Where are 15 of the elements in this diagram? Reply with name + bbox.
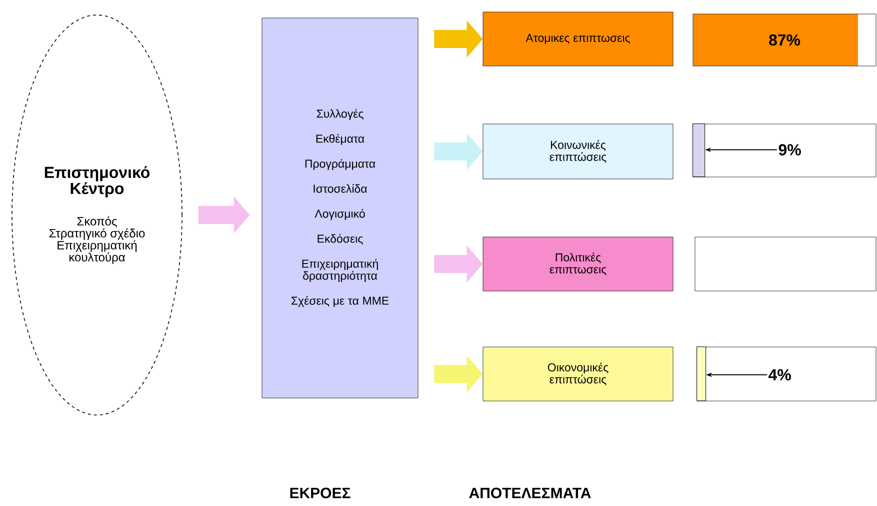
percentage-bar [696, 346, 876, 402]
section-label: ΕΚΡΟΕΣ [290, 488, 350, 498]
result-box: Ατομικες επιπτωσεις [482, 12, 674, 66]
percentage-label: 9% [778, 144, 801, 156]
section-label: ΑΠΟΤΕΛΕΣΜΑΤΑ [469, 488, 591, 498]
list-box: Συλλογές Εκθέματα Προγράμματα Ιστοσελίδα Λογισμικό Εκδόσεις Επιχειρηματική δραστηριότητα Σχέσεις με τα ΜΜΕ [262, 18, 418, 398]
percentage-label: 4% [768, 369, 791, 380]
percentage-bar: 87% [692, 14, 876, 66]
result-box: Οικονομικές επιπτώσεις [482, 346, 674, 402]
percentage-bar [694, 236, 876, 292]
bar-fill [692, 124, 706, 178]
percentage-bar [692, 124, 876, 178]
result-box: Πολιτικές επιπτωσεις [482, 236, 674, 292]
bar-fill [696, 346, 706, 402]
result-box: Κοινωνικές επιπτώσεις [482, 124, 674, 180]
